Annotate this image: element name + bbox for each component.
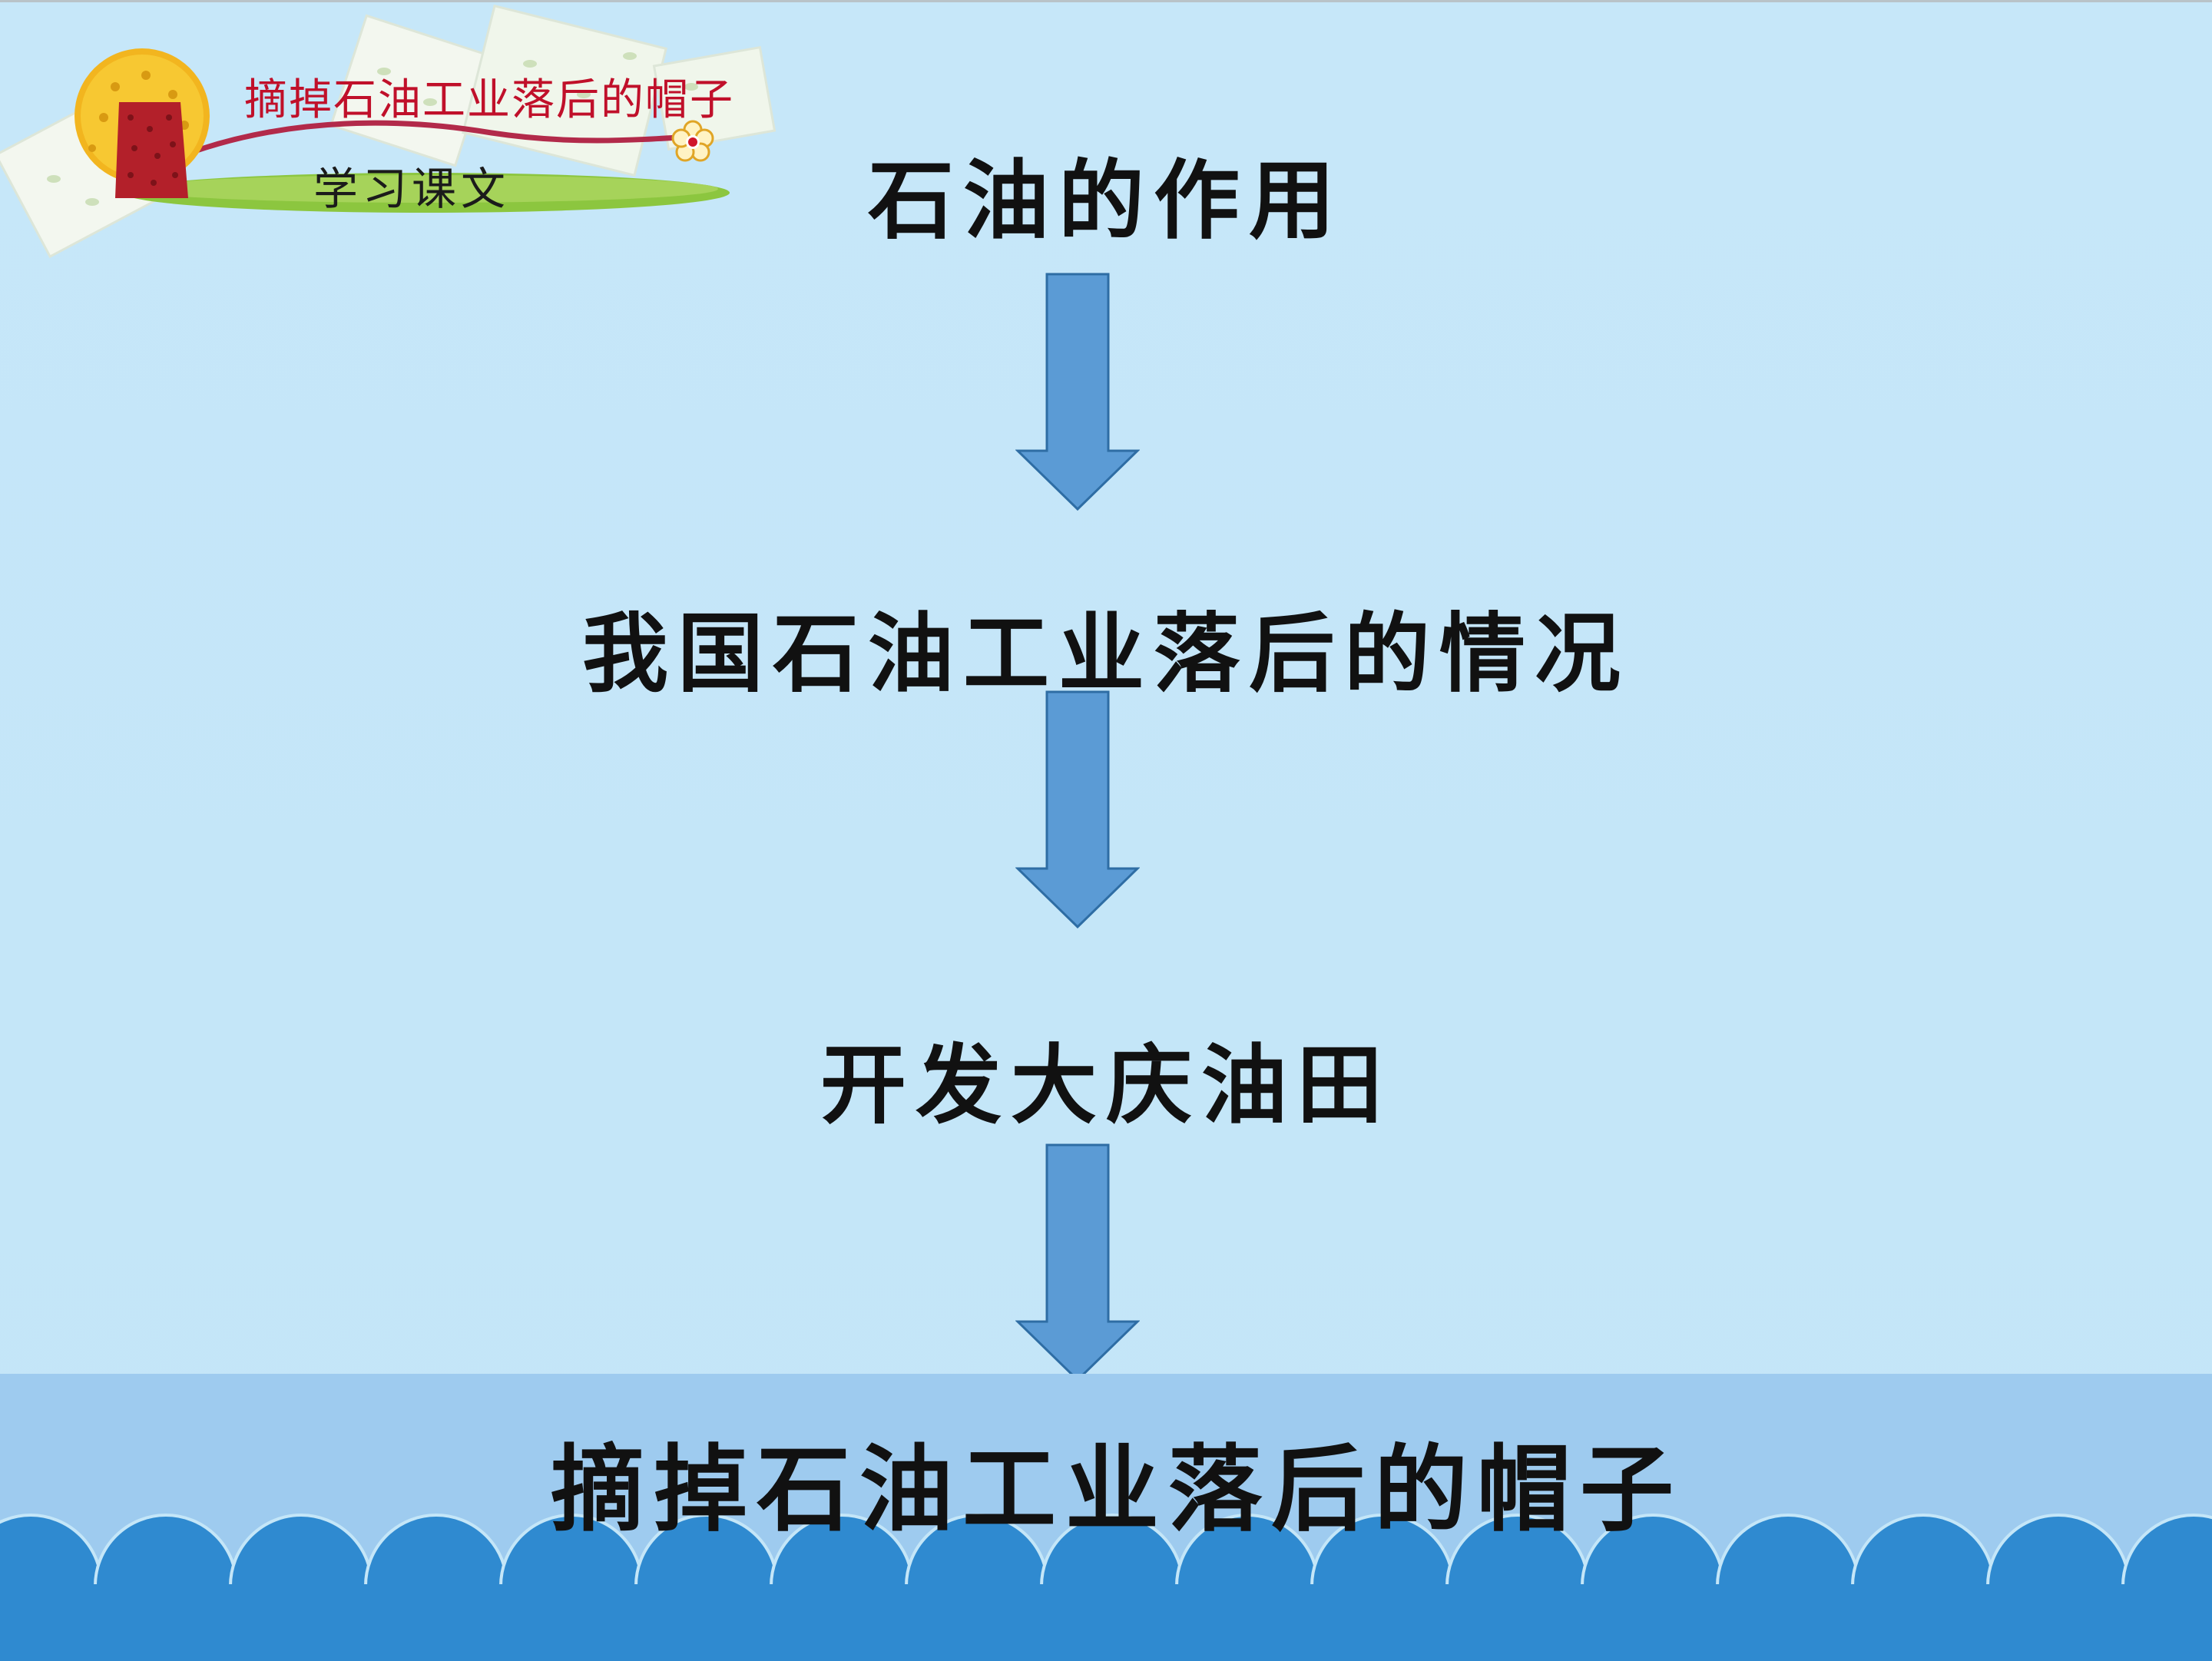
waves-decoration bbox=[0, 1514, 2212, 1661]
flower-icon bbox=[671, 120, 714, 162]
flow-step-2: 我国石油工业落后的情况 bbox=[582, 604, 1630, 704]
down-arrow-icon bbox=[1015, 1143, 1140, 1382]
lesson-badge: 摘掉石油工业落后的帽子 学习课文 bbox=[0, 2, 799, 279]
badge-title: 摘掉石油工业落后的帽子 bbox=[244, 75, 734, 125]
tree-icon bbox=[0, 4, 777, 259]
badge-subtitle: 学习课文 bbox=[313, 163, 511, 215]
flow-step-1: 石油的作用 bbox=[868, 151, 1344, 251]
down-arrow-icon bbox=[1015, 690, 1140, 929]
flow-step-3: 开发大庆油田 bbox=[820, 1035, 1392, 1136]
flow-step-4: 摘掉石油工业落后的帽子 bbox=[551, 1434, 1683, 1544]
down-arrow-icon bbox=[1015, 273, 1140, 511]
